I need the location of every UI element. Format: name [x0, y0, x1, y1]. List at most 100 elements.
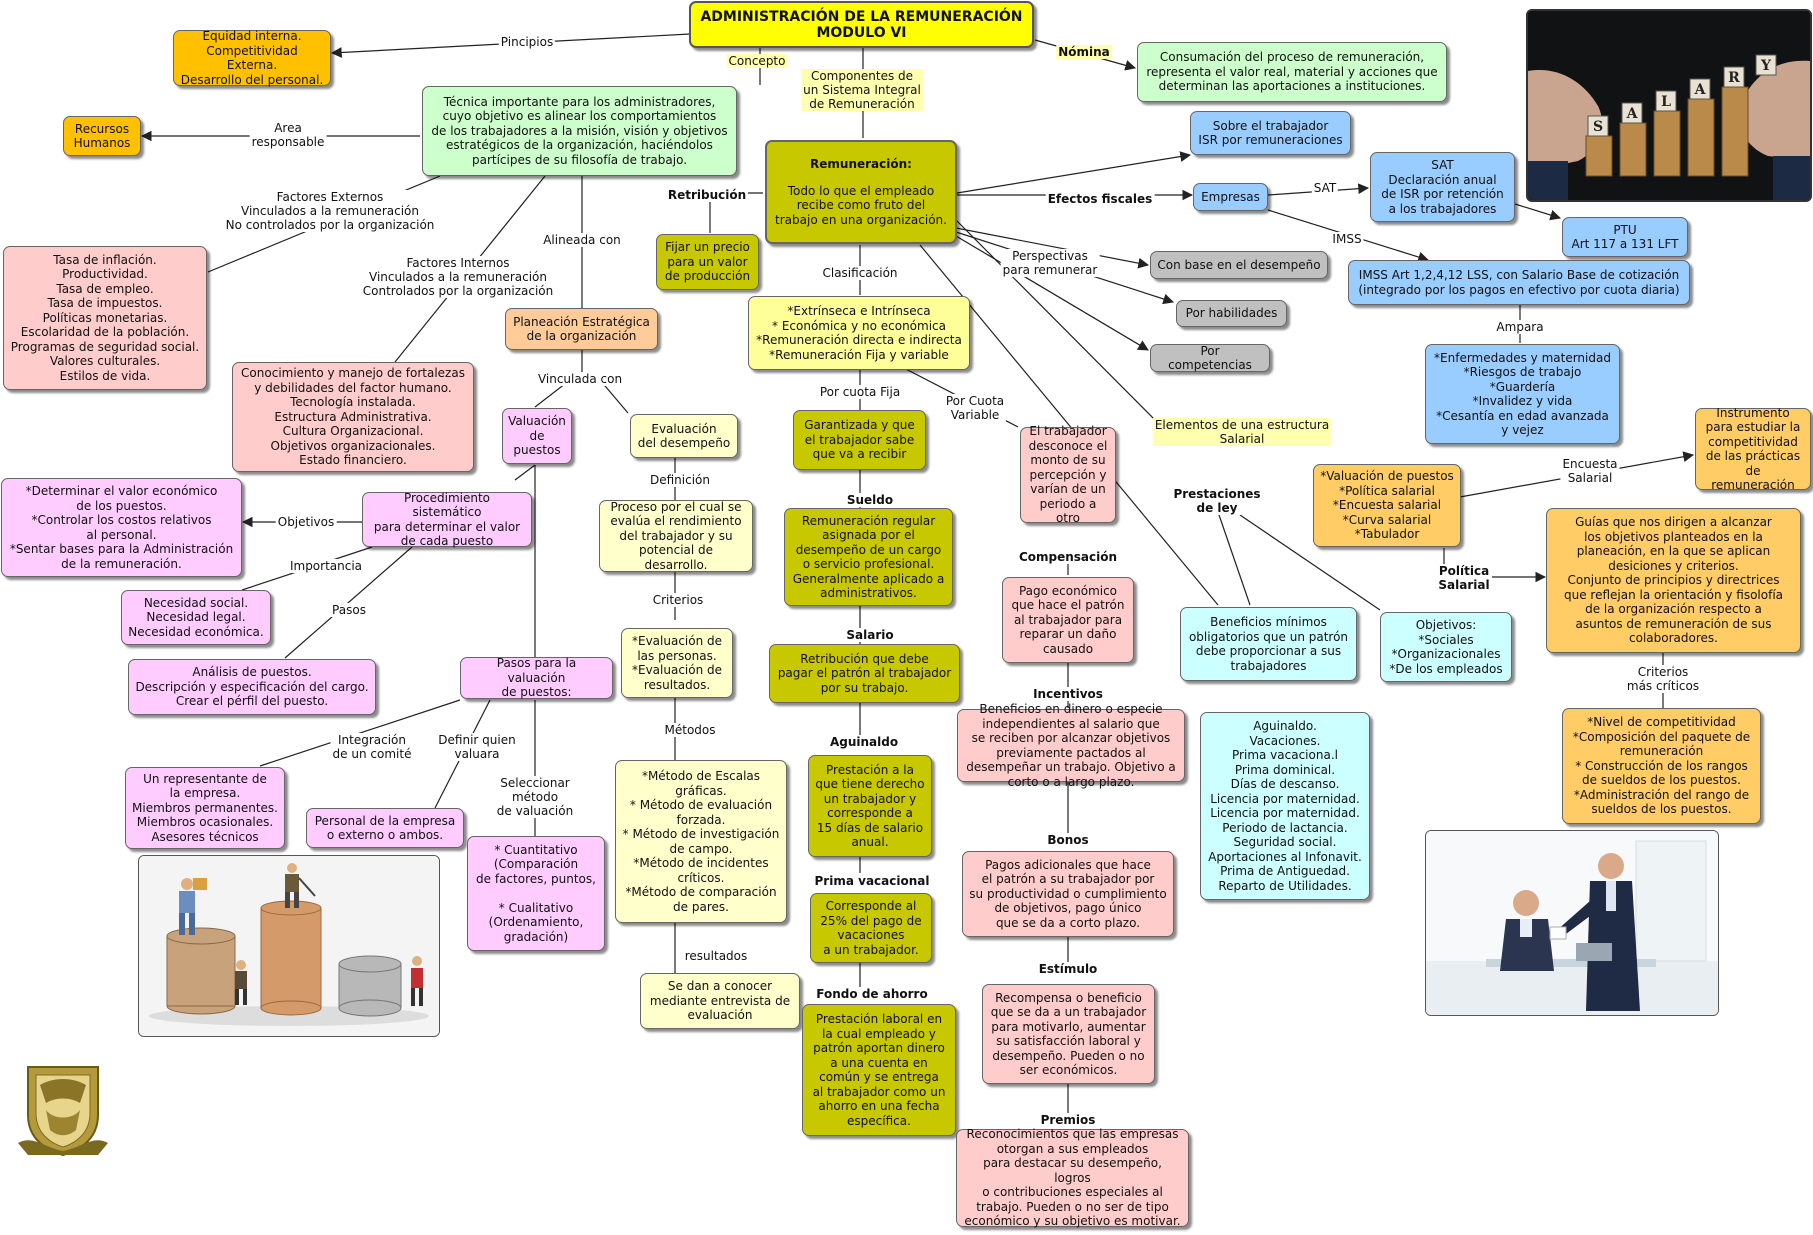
unam-seal-icon — [18, 1066, 108, 1157]
label-fondo-ahorro: Fondo de ahorro — [814, 987, 930, 1001]
label-objetivos: Objetivos — [275, 515, 337, 529]
label-componentes: Componentes de un Sistema Integral de Re… — [801, 69, 923, 111]
empresas-node: Empresas — [1193, 183, 1268, 211]
label-metodos: Métodos — [662, 723, 718, 737]
label-definicion: Definición — [648, 473, 712, 487]
salary-letter: R — [1728, 70, 1740, 86]
fijar-precio-node: Fijar un precio para un valor de producc… — [656, 234, 759, 290]
label-definir: Definir quien valuara — [436, 733, 518, 761]
label-vinculada: Vinculada con — [535, 372, 625, 386]
label-nomina: Nómina — [1056, 45, 1112, 59]
label-pincipios: Pincipios — [498, 35, 556, 49]
label-pasos: Pasos — [330, 603, 368, 617]
label-seleccionar: Seleccionar método de valuación — [494, 776, 576, 818]
label-ampara: Ampara — [1494, 320, 1546, 334]
label-premios: Premios — [1038, 1113, 1098, 1127]
salary-letter: L — [1661, 94, 1671, 110]
perspectiva-habilidades-node[interactable]: Por habilidades — [1176, 300, 1287, 327]
procedimiento-sistematico-node: Procedimiento sistemático para determina… — [362, 491, 532, 548]
salary-letter: A — [1694, 82, 1707, 98]
garantizada-node: Garantizada y que el trabajador sabe que… — [793, 410, 926, 470]
ptu-node: PTU Art 117 a 131 LFT — [1562, 217, 1688, 257]
label-area: Area responsable — [249, 121, 327, 149]
label-clasificacion: Clasificación — [820, 266, 900, 280]
importancia-node: Necesidad social. Necesidad legal. Neces… — [121, 590, 271, 645]
label-criterios: Criterios — [650, 593, 706, 607]
quien-valuara-node: Personal de la empresa o externo o ambos… — [306, 808, 464, 848]
salary-letter: S — [1593, 119, 1603, 135]
beneficios-minimos-node: Beneficios mínimos obligatorios que un p… — [1180, 607, 1357, 681]
factores-internos-node: Conocimiento y manejo de fortalezas y de… — [232, 362, 474, 472]
fondo-ahorro-node: Prestación laboral en la cual empleado y… — [802, 1004, 956, 1136]
label-prima-vacacional: Prima vacacional — [812, 874, 932, 888]
label-elementos: Elementos de una estructura Salarial — [1152, 418, 1332, 446]
label-bonos: Bonos — [1045, 833, 1091, 847]
title-node: ADMINISTRACIÓN DE LA REMUNERACIÓN MODULO… — [689, 1, 1034, 48]
business-meeting-photo — [1425, 830, 1719, 1016]
workers-coins-illustration — [139, 856, 439, 1036]
label-cuota-fija: Por cuota Fija — [817, 385, 903, 399]
label-cuota-variable: Por Cuota Variable — [943, 394, 1007, 422]
label-factores-internos: Factores Internos Vinculados a la remune… — [360, 256, 556, 298]
label-perspectivas: Perspectivas para remunerar — [1000, 249, 1100, 277]
pasos-valuacion-node: Pasos para la valuación de puestos: — [460, 656, 613, 699]
salary-letter: A — [1626, 106, 1639, 122]
imss-node: IMSS Art 1,2,4,12 LSS, con Salario Base … — [1348, 260, 1690, 305]
aguinaldo-node: Prestación a la que tiene derecho un tra… — [808, 755, 932, 857]
metodo-valuacion-node: * Cuantitativo (Comparación de factores,… — [467, 836, 605, 951]
remuneracion-title: Remuneración: — [810, 157, 912, 171]
unam-seal-logo — [18, 1055, 108, 1157]
salario-node: Retribución que debe pagar el patrón al … — [769, 644, 960, 703]
metodos-evaluacion-node: *Método de Escalas gráficas. * Método de… — [615, 760, 787, 923]
elementos-estructura-node: *Valuación de puestos *Política salarial… — [1313, 464, 1461, 547]
label-factores-externos: Factores Externos Vinculados a la remune… — [223, 190, 437, 232]
label-imss: IMSS — [1330, 232, 1364, 246]
label-resultados: resultados — [682, 949, 750, 963]
label-politica: Política Salarial — [1436, 564, 1492, 592]
definicion-desempeno-node: Proceso por el cual se evalúa el rendimi… — [599, 500, 753, 572]
salary-letter: Y — [1760, 58, 1772, 74]
valuacion-puestos-node: Valuación de puestos — [502, 408, 572, 464]
perspectiva-desempeno-node[interactable]: Con base en el desempeño — [1150, 251, 1328, 279]
criterios-criticos-node: *Nivel de competitividad *Composición de… — [1562, 708, 1761, 824]
pasos-node: Análisis de puestos. Descripción y espec… — [128, 659, 376, 715]
perspectiva-competencias-node[interactable]: Por competencias — [1150, 344, 1270, 372]
ampara-node: *Enfermedades y maternidad *Riesgos de t… — [1425, 344, 1620, 444]
label-integracion: Integración de un comité — [330, 733, 414, 761]
instrumento-node: Instrumento para estudiar la competitivi… — [1695, 406, 1811, 492]
label-aguinaldo: Aguinaldo — [827, 735, 901, 749]
recursos-humanos-node: Recursos Humanos — [63, 116, 141, 156]
premios-node: Reconocimientos que las empresas otorgan… — [956, 1127, 1189, 1228]
objetivos-prestaciones-node: Objetivos: *Sociales *Organizacionales *… — [1380, 612, 1512, 682]
label-concepto: Concepto — [726, 54, 788, 68]
objetivos-valuacion-node: *Determinar el valor económico de los pu… — [1, 478, 242, 577]
evaluacion-desempeno-node: Evaluación del desempeño — [630, 414, 738, 458]
clasificacion-node: *Extrínseca e Intrínseca * Económica y n… — [748, 296, 970, 370]
label-prestaciones: Prestaciones de ley — [1171, 487, 1263, 515]
salary-coins-illustration: S A L A R Y — [1528, 11, 1810, 200]
label-criterios-criticos: Criterios más críticos — [1624, 665, 1702, 693]
label-efectos-fiscales: Efectos fiscales — [1045, 192, 1155, 206]
resultados-node: Se dan a conocer mediante entrevista de … — [640, 973, 800, 1029]
salary-coins-photo: S A L A R Y — [1526, 9, 1812, 202]
label-compensacion: Compensación — [1016, 550, 1120, 564]
isr-trabajador-node: Sobre el trabajador ISR por remuneracion… — [1190, 111, 1351, 155]
label-salario: Salario — [844, 628, 896, 642]
comite-node: Un representante de la empresa. Miembros… — [125, 767, 285, 849]
label-encuesta: Encuesta Salarial — [1560, 457, 1620, 485]
label-estimulo: Estímulo — [1036, 962, 1100, 976]
label-retribucion: Retribución — [665, 188, 749, 202]
planeacion-node: Planeación Estratégica de la organizació… — [505, 308, 658, 350]
business-meeting-illustration — [1426, 831, 1718, 1015]
label-incentivos: Incentivos — [1031, 687, 1105, 701]
concepto-node: Técnica importante para los administrado… — [422, 86, 737, 176]
sueldo-node: Remuneración regular asignada por el des… — [784, 508, 953, 606]
principios-node: Equidad interna. Competitividad Externa.… — [173, 29, 331, 87]
politica-salarial-node: Guías que nos dirigen a alcanzar los obj… — [1546, 508, 1801, 653]
label-sat: SAT — [1311, 181, 1339, 195]
estimulo-node: Recompensa o beneficio que se da a un tr… — [982, 984, 1155, 1084]
remuneracion-node: Remuneración: Todo lo que el empleado re… — [765, 140, 957, 244]
label-importancia: Importancia — [287, 559, 365, 573]
remuneracion-body: Todo lo que el empleado recibe como frut… — [775, 183, 947, 227]
factores-externos-node: Tasa de inflación. Productividad. Tasa d… — [3, 246, 207, 390]
